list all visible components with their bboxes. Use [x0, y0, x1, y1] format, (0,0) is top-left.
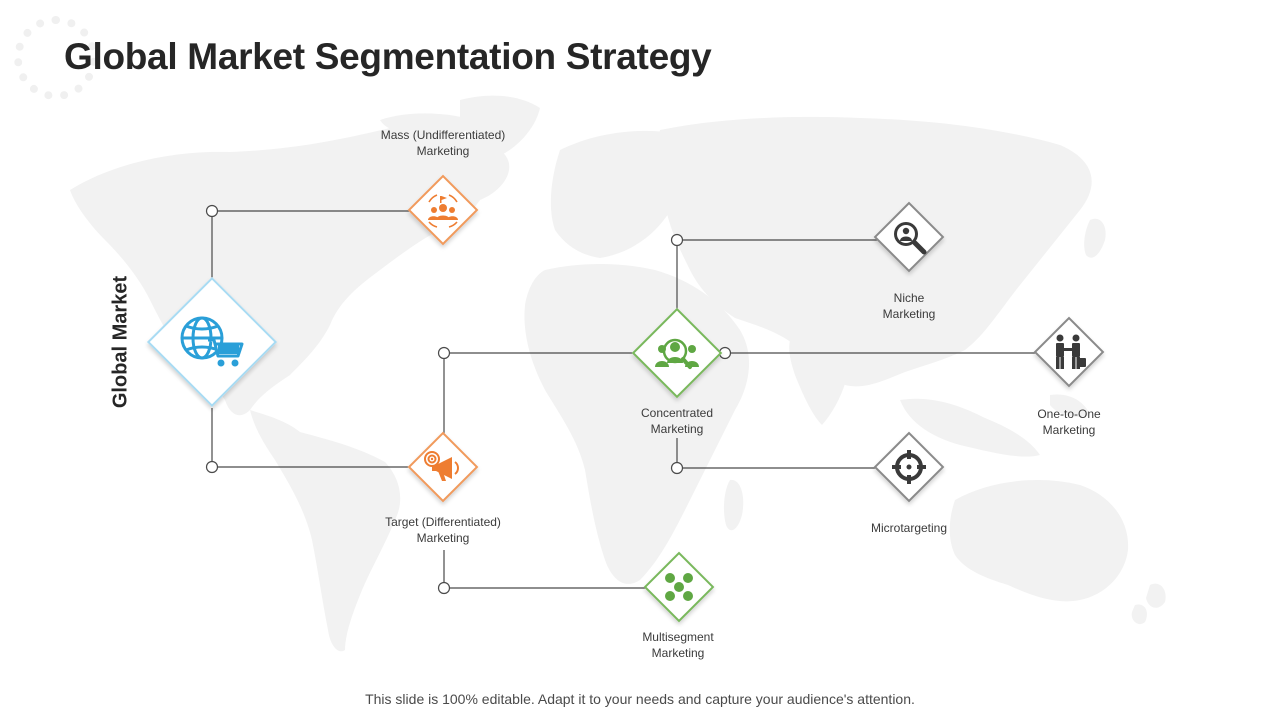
target-marketing-label: Target (Differentiated) Marketing	[385, 514, 501, 546]
megaphone-target-icon	[424, 451, 459, 481]
target-marketing-label-line2: Marketing	[416, 531, 470, 545]
mass-marketing-label-line1: Mass (Undifferentiated)	[380, 128, 506, 142]
niche-marketing-label-line1: Niche	[893, 291, 925, 305]
people-group-icon	[428, 194, 458, 228]
crosshair-icon	[892, 450, 926, 484]
global-market-node	[146, 276, 278, 408]
microtargeting-node	[873, 431, 945, 503]
microtargeting-label-line1: Microtargeting	[870, 521, 948, 535]
target-marketing-label-line1: Target (Differentiated)	[385, 515, 501, 529]
root-label: Global Market	[109, 275, 132, 409]
multisegment-marketing-label-line2: Marketing	[651, 646, 705, 660]
concentrated-marketing-node	[631, 307, 723, 399]
mass-marketing-label-line2: Marketing	[416, 144, 470, 158]
corner-decoration	[14, 16, 98, 100]
target-marketing-node	[407, 431, 479, 503]
concentrated-marketing-label-line2: Marketing	[650, 422, 704, 436]
globe-cart-icon	[180, 316, 244, 367]
concentrated-marketing-label-line1: Concentrated	[640, 406, 714, 420]
microtargeting-label: Microtargeting	[871, 520, 947, 536]
niche-marketing-node	[873, 201, 945, 273]
multisegment-marketing-label-line1: Multisegment	[642, 630, 714, 644]
mass-marketing-node	[407, 174, 479, 246]
concentrated-marketing-label: Concentrated Marketing	[641, 405, 713, 437]
multisegment-marketing-node	[643, 551, 715, 623]
one-to-one-marketing-label-line1: One-to-One	[1037, 407, 1101, 421]
one-to-one-marketing-label: One-to-One Marketing	[1037, 406, 1100, 438]
niche-marketing-label-line2: Marketing	[882, 307, 936, 321]
footer-note: This slide is 100% editable. Adapt it to…	[365, 691, 915, 707]
dots-cluster-icon	[665, 573, 693, 601]
search-person-icon	[894, 222, 927, 255]
mass-marketing-label: Mass (Undifferentiated) Marketing	[381, 127, 506, 159]
page-title: Global Market Segmentation Strategy	[64, 36, 712, 77]
handshake-icon	[1056, 334, 1086, 369]
niche-marketing-label: Niche Marketing	[883, 290, 936, 322]
person-magnifier-icon	[655, 338, 699, 369]
one-to-one-marketing-label-line2: Marketing	[1042, 423, 1096, 437]
one-to-one-marketing-node	[1033, 316, 1105, 388]
multisegment-marketing-label: Multisegment Marketing	[642, 629, 713, 661]
